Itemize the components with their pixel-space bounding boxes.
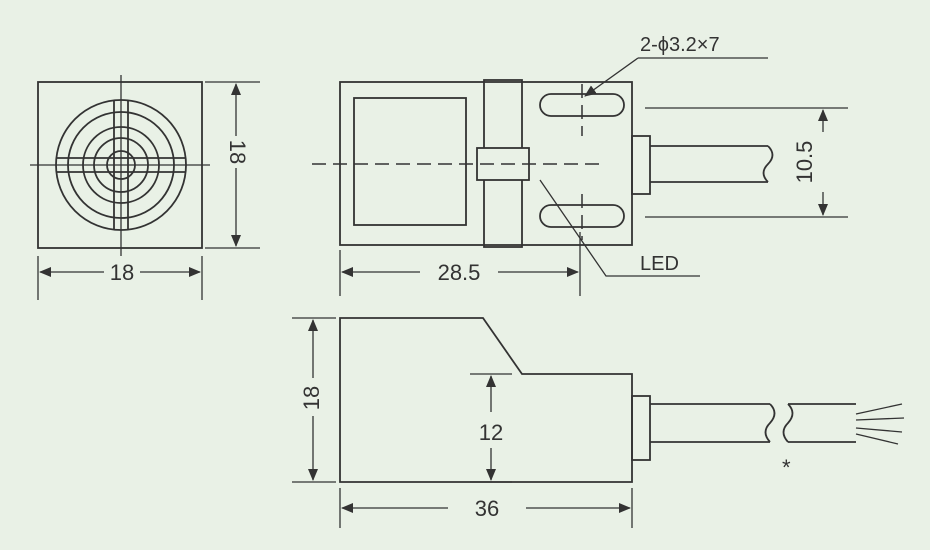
side-outline — [339, 317, 633, 483]
hole-callout-leader — [584, 57, 639, 97]
front-height-label: 18 — [225, 140, 250, 164]
wire-leads-icon — [855, 403, 905, 445]
side-cable-gland — [631, 395, 651, 461]
side-height-label: 18 — [299, 386, 324, 410]
coil-target-icon — [55, 99, 187, 231]
step-height-label: 12 — [479, 420, 503, 445]
led-label: LED — [640, 253, 679, 275]
side-length-label: 36 — [475, 496, 499, 521]
top-length-label: 28.5 — [438, 260, 481, 285]
cable-break-mark — [762, 145, 774, 183]
top-view: 10.5 2-ϕ3.2×7 LED 28.5 — [312, 34, 848, 296]
side-cable-break-right — [782, 403, 794, 443]
led-leader-line — [539, 179, 700, 277]
cable-offset-label: 10.5 — [792, 141, 817, 184]
front-width-label: 18 — [110, 260, 134, 285]
side-cable-break-left — [764, 403, 776, 443]
cable-gland — [631, 135, 651, 195]
hole-callout-label: 2-ϕ3.2×7 — [640, 34, 720, 56]
sensing-face — [353, 97, 467, 226]
cable-note-mark: * — [782, 455, 791, 480]
front-view: 18 18 — [30, 75, 260, 300]
side-view: * 18 12 36 — [292, 317, 905, 528]
